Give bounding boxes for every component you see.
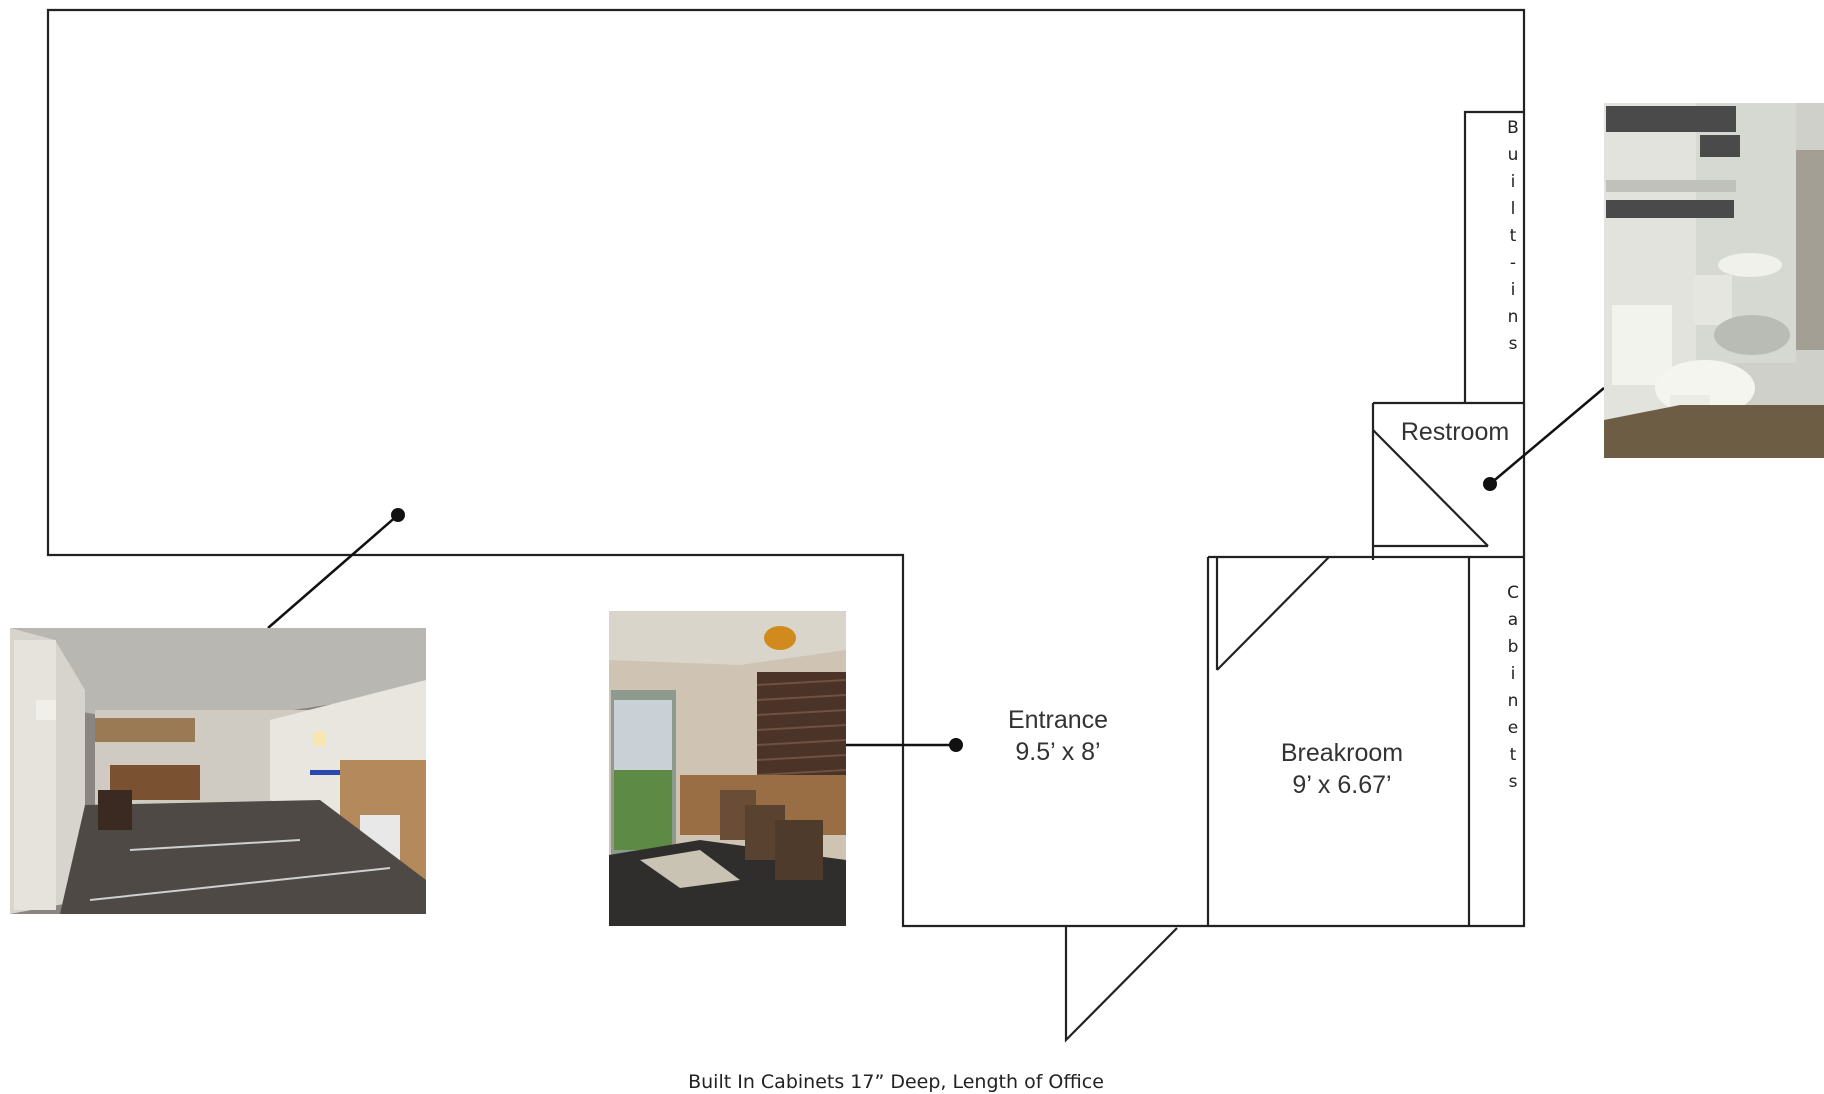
entrance-marker bbox=[949, 738, 963, 752]
main-room-wall bbox=[46, 8, 1526, 928]
restroom-callout-line bbox=[1489, 387, 1605, 485]
caption: Built In Cabinets 17” Deep, Length of Of… bbox=[688, 1071, 1104, 1093]
floor-plan bbox=[46, 8, 1526, 1043]
restroom-marker bbox=[1483, 477, 1497, 491]
entrance-door bbox=[1064, 926, 1178, 1043]
entrance-photo bbox=[609, 611, 846, 926]
breakroom-wall bbox=[1206, 555, 1524, 926]
restroom-label: Restroom bbox=[1401, 418, 1509, 446]
breakroom-label: Breakroom bbox=[1281, 739, 1403, 767]
breakroom-door-swing bbox=[1216, 556, 1330, 671]
main-room-marker bbox=[391, 508, 405, 522]
entrance-size: 9.5’ x 8’ bbox=[1015, 738, 1100, 766]
entrance-label: Entrance bbox=[1008, 706, 1108, 734]
breakroom-size: 9’ x 6.67’ bbox=[1292, 771, 1391, 799]
restroom-door-swing bbox=[1372, 429, 1489, 547]
restroom-wall bbox=[1371, 401, 1524, 560]
main-room-photo bbox=[10, 628, 426, 914]
callouts bbox=[267, 387, 1605, 747]
main-room-callout-line bbox=[267, 514, 399, 629]
restroom-photo bbox=[1604, 103, 1824, 458]
built-ins-wall bbox=[1463, 110, 1524, 403]
